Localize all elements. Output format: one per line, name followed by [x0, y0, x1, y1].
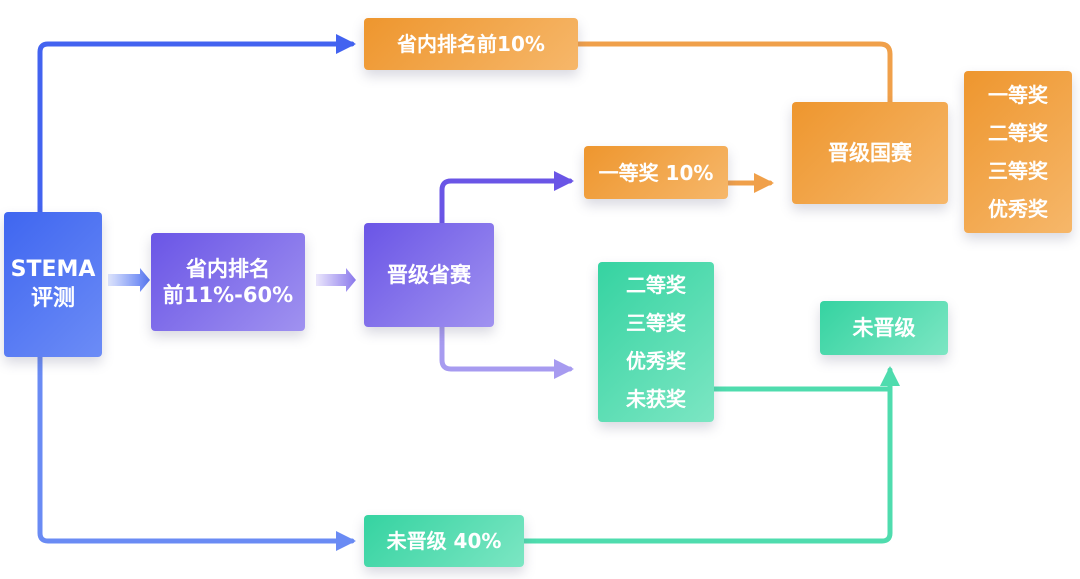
top10-node: 省内排名前10%: [364, 18, 578, 70]
connector-stema-to-top10: [37, 34, 356, 215]
arrow-rank-to-province: [316, 268, 356, 292]
province-rank-label: 省内排名: [186, 256, 270, 281]
province-final-node: 晋级省赛: [364, 223, 494, 327]
national-final-label: 晋级国赛: [828, 140, 912, 165]
province-awards-list: 二等奖 三等奖 优秀奖 未获奖: [598, 262, 714, 422]
province-award-item: 三等奖: [626, 311, 686, 335]
stema-title: STEMA: [10, 256, 96, 282]
province-rank-percent: 前11%-60%: [162, 283, 294, 307]
national-award-item: 二等奖: [988, 121, 1048, 145]
stema-assessment-node: STEMA 评测: [4, 212, 102, 357]
first-prize-10-node: 一等奖 10%: [584, 146, 728, 199]
national-final-node: 晋级国赛: [792, 102, 948, 204]
connector-province-to-first-prize: [439, 171, 574, 226]
not-advanced-label: 未晋级: [852, 315, 916, 340]
top10-label: 省内排名前10%: [397, 32, 545, 56]
national-award-item: 优秀奖: [988, 197, 1048, 221]
province-award-item: 优秀奖: [626, 349, 686, 373]
national-awards-list: 一等奖 二等奖 三等奖 优秀奖: [964, 71, 1072, 233]
province-final-label: 晋级省赛: [387, 262, 471, 287]
not-advanced-node: 未晋级: [820, 301, 948, 355]
not-advanced-40-label: 未晋级 40%: [386, 529, 502, 553]
connector-top10-to-national: [575, 41, 893, 105]
connector-bottom-to-not-advanced: [513, 366, 900, 544]
arrow-stema-to-rank: [108, 268, 150, 292]
stema-subtitle: 评测: [30, 285, 75, 311]
national-award-item: 三等奖: [988, 159, 1048, 183]
province-award-item: 未获奖: [626, 387, 686, 411]
province-rank-mid-node: 省内排名 前11%-60%: [151, 233, 305, 331]
not-advanced-40-node: 未晋级 40%: [364, 515, 524, 567]
first-prize-10-label: 一等奖 10%: [598, 160, 714, 185]
connector-stema-to-not-advanced: [37, 354, 356, 551]
province-award-item: 二等奖: [626, 273, 686, 297]
national-award-item: 一等奖: [988, 83, 1048, 107]
connector-province-to-awards: [439, 324, 574, 379]
